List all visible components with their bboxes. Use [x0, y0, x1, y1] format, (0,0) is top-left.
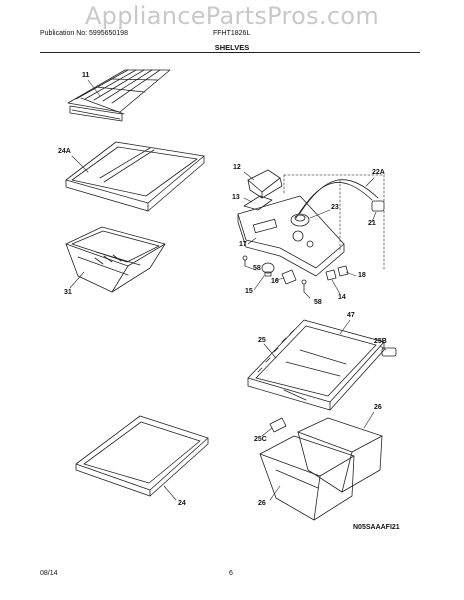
publication-number: Publication No: 5995650198 — [40, 30, 128, 37]
section-title: SHELVES — [214, 43, 250, 52]
callout-25b: 25B — [374, 338, 387, 345]
crisper-drawer-part — [65, 226, 166, 293]
hardware-parts — [242, 255, 349, 293]
callout-15: 15 — [245, 288, 253, 295]
callout-24a: 24A — [58, 148, 71, 155]
callout-25: 25 — [258, 337, 266, 344]
callout-58-top: 58 — [253, 265, 261, 272]
callout-21: 21 — [368, 220, 376, 227]
callout-47: 47 — [347, 312, 355, 319]
callout-13: 13 — [232, 194, 240, 201]
callout-24: 24 — [178, 500, 186, 507]
glass-shelf-frame-part — [65, 141, 205, 212]
callout-11: 11 — [82, 72, 90, 79]
wire-shelf-part — [67, 69, 171, 122]
callout-14: 14 — [338, 294, 346, 301]
crisper-drawers-part — [259, 417, 383, 521]
callout-31: 31 — [64, 289, 72, 296]
footer-date: 08/14 — [40, 570, 58, 577]
callout-22a: 22A — [372, 169, 385, 176]
control-housing-part — [237, 169, 385, 277]
callout-26-lower: 26 — [258, 500, 266, 507]
cabinet-outline — [283, 174, 385, 271]
leader-lines — [69, 79, 387, 501]
callout-26-upper: 26 — [374, 404, 382, 411]
callout-16: 16 — [271, 278, 279, 285]
page-number: 6 — [229, 570, 233, 577]
callout-18: 18 — [358, 272, 366, 279]
callout-25c: 25C — [254, 436, 267, 443]
callout-58-bottom: 58 — [314, 299, 322, 306]
callout-23: 23 — [331, 204, 339, 211]
diagram-code: N05SAAAFI21 — [353, 524, 400, 531]
model-number: FFHT1826L — [213, 30, 251, 37]
watermark-logo: AppliancePartsPros.com — [84, 2, 380, 30]
callout-17: 17 — [239, 241, 247, 248]
shelf-glass-trim-part — [247, 319, 397, 433]
glass-shelf-part — [75, 415, 209, 497]
header-divider — [40, 52, 420, 53]
callout-12: 12 — [233, 164, 241, 171]
